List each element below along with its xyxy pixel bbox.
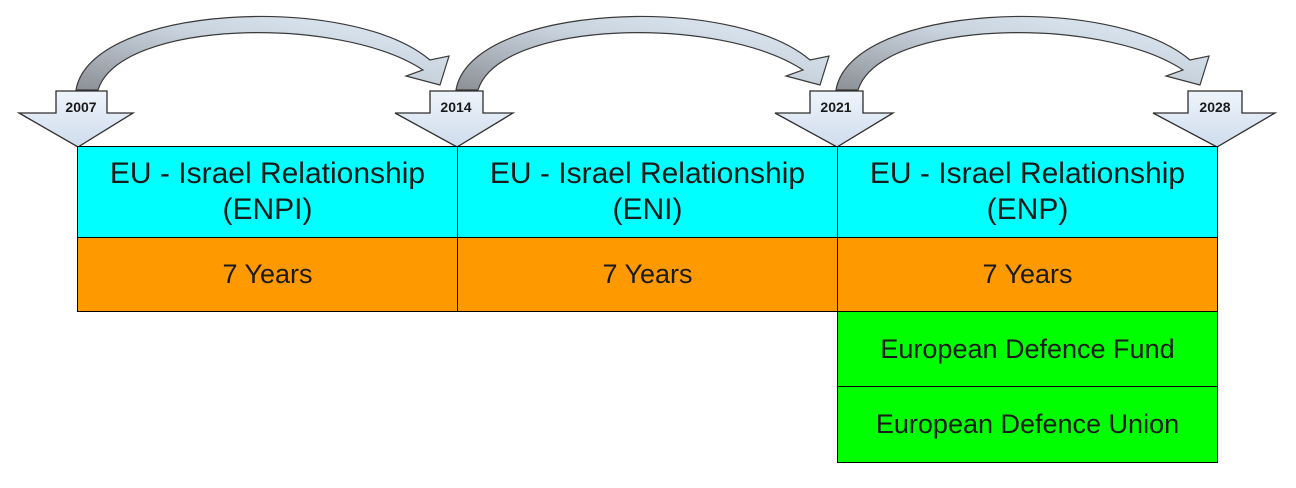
relationship-title: EU - Israel Relationship (869, 157, 1186, 190)
duration-box-1: 7 Years (77, 237, 458, 312)
duration-box-2: 7 Years (457, 237, 838, 312)
arc-arrow-2014-2021 (455, 15, 830, 91)
relationship-title: EU - Israel Relationship (489, 157, 806, 190)
year-label-2014: 2014 (440, 99, 471, 115)
duration-box-3: 7 Years (837, 237, 1218, 312)
relationship-box-enpi: EU - Israel Relationship (ENPI) (77, 146, 458, 238)
relationship-program: (ENP) (986, 193, 1069, 226)
year-label-2028: 2028 (1199, 99, 1230, 115)
year-marker-2007: 2007 (16, 90, 136, 148)
defence-union-box: European Defence Union (837, 386, 1218, 463)
relationship-program: (ENPI) (222, 193, 313, 226)
year-marker-2014: 2014 (394, 90, 516, 148)
year-marker-2028: 2028 (1152, 90, 1278, 148)
defence-fund-box: European Defence Fund (837, 311, 1218, 387)
year-label-2007: 2007 (65, 99, 96, 115)
relationship-box-eni: EU - Israel Relationship (ENI) (457, 146, 838, 238)
year-marker-2021: 2021 (774, 90, 896, 148)
arc-arrow-2021-2028 (835, 15, 1210, 91)
relationship-program: (ENI) (612, 193, 683, 226)
year-label-2021: 2021 (820, 99, 851, 115)
relationship-box-enp: EU - Israel Relationship (ENP) (837, 146, 1218, 238)
arc-arrow-2007-2014 (75, 15, 450, 91)
relationship-title: EU - Israel Relationship (109, 157, 426, 190)
